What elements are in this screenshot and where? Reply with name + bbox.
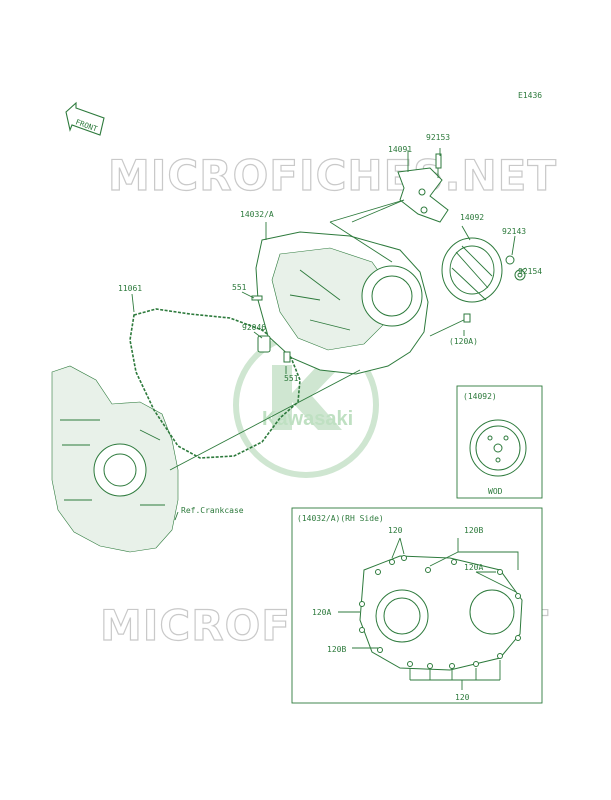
watermark-top: MICROFICHES.NET — [108, 151, 557, 200]
dowel-92046 — [257, 335, 271, 353]
part-label-92143: 92143 — [502, 227, 526, 236]
inset-rh-label-120-top: 120 — [388, 526, 403, 535]
crankcase-illustration — [51, 365, 179, 553]
pin-551-bottom — [283, 351, 291, 363]
cover-14092 — [441, 237, 503, 303]
inset-rh-label-120a-left: 120A — [312, 608, 331, 617]
inset-rh-side: (14032/A)(RH Side) 120 — [291, 507, 543, 704]
bolt-120a — [429, 313, 471, 337]
inset-rh-label-120-bottom: 120 — [455, 693, 470, 702]
kawasaki-logo-text: Kawasaki — [262, 408, 353, 430]
inset-rh-label-120a-right: 120A — [464, 563, 483, 572]
inset-rh-bolts — [359, 555, 521, 669]
part-label-120a-ref: (120A) — [449, 337, 478, 346]
part-label-92153: 92153 — [426, 133, 450, 142]
clutch-cover-14032a — [255, 231, 429, 375]
ref-crankcase-label: Ref.Crankcase — [181, 506, 244, 515]
pin-551-top — [251, 295, 263, 301]
part-label-14091: 14091 — [388, 145, 412, 154]
inset-rh-label-120b-left: 120B — [327, 645, 346, 654]
part-label-14032a: 14032/A — [240, 210, 274, 219]
front-arrow-icon: FRONT — [65, 101, 105, 136]
inset-rh-title: (14032/A)(RH Side) — [297, 514, 384, 523]
part-label-14092: 14092 — [460, 213, 484, 222]
bolt-92153 — [435, 153, 442, 178]
bracket-14091 — [397, 167, 449, 223]
gasket-11061 — [129, 308, 301, 459]
inset-rh-label-120b-top: 120B — [464, 526, 483, 535]
inset-cover-14092: (14092) WOD — [456, 385, 543, 499]
plug-92154 — [514, 269, 526, 281]
part-label-551-bottom: 551 — [284, 374, 299, 383]
washer-92143 — [505, 255, 515, 265]
part-label-92046: 92046 — [242, 323, 266, 332]
part-label-551-top: 551 — [232, 283, 247, 292]
part-label-92154: 92154 — [518, 267, 542, 276]
diagram-code: E1436 — [518, 91, 542, 100]
inset-cover-title: (14092) — [463, 392, 497, 401]
inset-cover-caption: WOD — [488, 487, 503, 496]
part-label-11061: 11061 — [118, 284, 142, 293]
